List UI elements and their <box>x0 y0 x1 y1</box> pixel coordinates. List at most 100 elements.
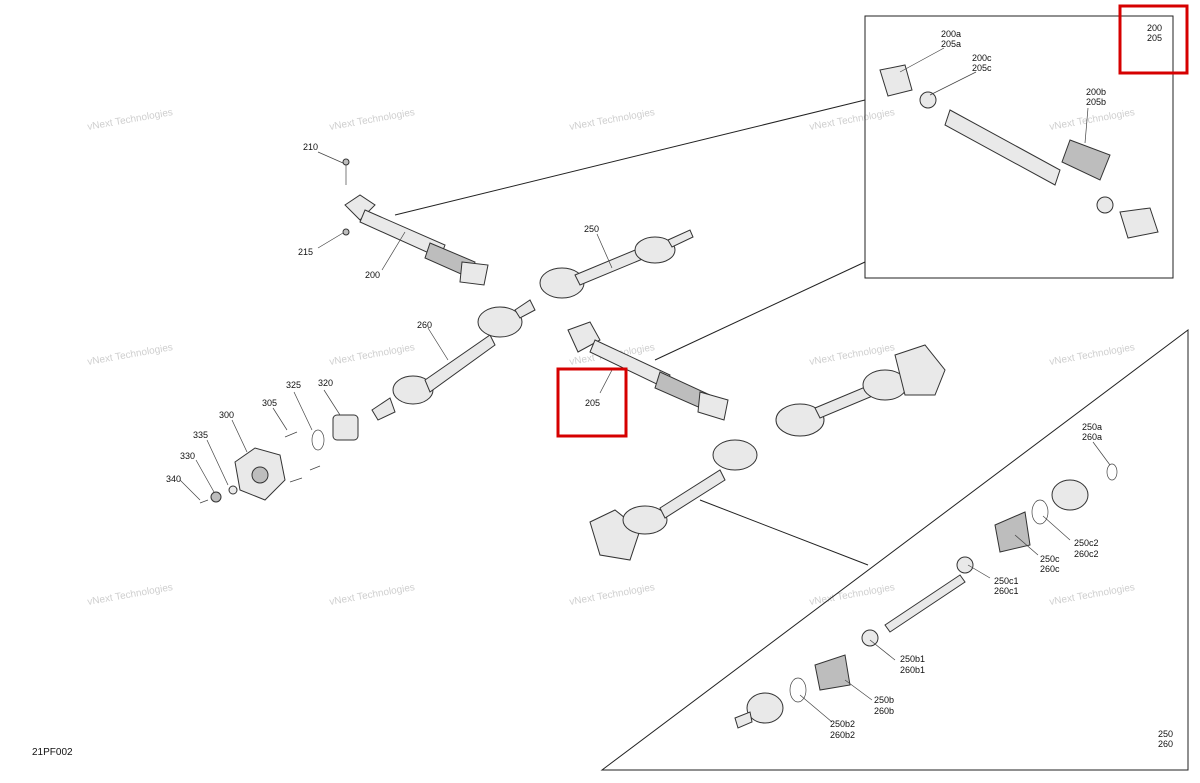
yoke-part <box>567 321 601 353</box>
label-200c: 200c <box>972 53 992 63</box>
inset-frame-top <box>864 15 1174 279</box>
diagram-code: 21PF002 <box>32 747 73 758</box>
cv-joint-part <box>539 267 585 299</box>
boot-part <box>994 511 1031 553</box>
cv-joint-part <box>775 403 825 437</box>
spline-part <box>514 299 536 319</box>
bolt-head <box>342 158 350 166</box>
label-250c2: 250c2 <box>1074 538 1099 548</box>
inset-bottom-parts <box>734 463 1118 729</box>
wheel-hub-assembly <box>199 414 359 504</box>
spline-part <box>371 397 396 421</box>
cotter-pin-part <box>199 499 209 504</box>
yoke-part <box>459 261 489 286</box>
cv-joint-part <box>712 439 758 471</box>
label-260c: 260c <box>1040 564 1060 574</box>
axle-shaft <box>574 247 646 286</box>
washer-part <box>228 485 238 495</box>
cross-joint-part <box>1096 196 1114 214</box>
yoke-part <box>1119 207 1159 239</box>
inset-top-parts <box>879 64 1159 239</box>
label-210: 210 <box>303 142 318 152</box>
label-260c2: 260c2 <box>1074 549 1099 559</box>
label-260a: 260a <box>1082 432 1102 442</box>
label-260b: 260b <box>874 706 894 716</box>
nut-part <box>210 491 222 503</box>
watermark: vNext Technologies <box>329 342 416 368</box>
label-250b2: 250b2 <box>830 719 855 729</box>
label-200: 200 <box>365 270 380 280</box>
label-200a: 200a <box>941 29 961 39</box>
yoke-part <box>879 64 913 97</box>
drive-axle-left <box>371 229 694 421</box>
watermark: vNext Technologies <box>569 107 656 133</box>
highlight-box-200-205 <box>1118 4 1189 75</box>
watermark: vNext Technologies <box>329 582 416 608</box>
label-260: 260 <box>417 320 432 330</box>
watermark: vNext Technologies <box>809 582 896 608</box>
cv-joint-part <box>634 236 676 264</box>
inset-frame-bottom <box>600 328 1189 771</box>
circlip-part <box>311 429 325 451</box>
inset-connector-line <box>654 261 866 361</box>
label-335: 335 <box>193 430 208 440</box>
label-320: 320 <box>318 378 333 388</box>
axle-shaft <box>884 574 966 633</box>
cv-cage-part <box>956 556 974 574</box>
label-205a: 205a <box>941 39 961 49</box>
inset-bottom-labels: 250a 260a 250c2 260c2 250c 260c 250c1 26… <box>830 422 1173 749</box>
bearing-part <box>332 414 359 441</box>
label-250b: 250b <box>874 695 894 705</box>
prop-shaft-200 <box>342 158 489 286</box>
yoke-part <box>344 194 376 221</box>
watermark: vNext Technologies <box>1049 582 1136 608</box>
prop-shaft-205 <box>567 321 729 421</box>
shaft-tube <box>944 109 1061 186</box>
label-325: 325 <box>286 380 301 390</box>
inset-connector-line <box>699 499 869 566</box>
label-260b2: 260b2 <box>830 730 855 740</box>
bolt-part <box>309 465 321 471</box>
label-250b1: 250b1 <box>900 654 925 664</box>
spline-part <box>667 229 694 248</box>
label-305: 305 <box>262 398 277 408</box>
ring-part <box>1031 499 1049 525</box>
label-250c1: 250c1 <box>994 576 1019 586</box>
cv-housing-part <box>746 692 784 724</box>
label-205b: 205b <box>1086 97 1106 107</box>
label-250a: 250a <box>1082 422 1102 432</box>
label-300: 300 <box>219 410 234 420</box>
label-inset-260: 260 <box>1158 739 1173 749</box>
boot-part <box>1061 139 1111 181</box>
hub-knuckle-part <box>894 344 946 396</box>
spline-part <box>734 711 753 729</box>
bolt-part <box>289 477 303 483</box>
watermark: vNext Technologies <box>87 342 174 368</box>
axle-shaft <box>424 334 496 393</box>
cross-joint-part <box>919 91 937 109</box>
ring-part <box>789 677 807 703</box>
label-250c: 250c <box>1040 554 1060 564</box>
boot-part <box>814 654 851 691</box>
leader-lines <box>179 47 1111 723</box>
cv-housing-part <box>1051 479 1089 511</box>
watermark: vNext Technologies <box>87 107 174 133</box>
inset-top-labels: 200a 205a 200c 205c 200b 205b 200 205 <box>941 23 1162 107</box>
cv-joint-part <box>477 306 523 338</box>
label-inset-205: 205 <box>1147 33 1162 43</box>
watermark: vNext Technologies <box>329 107 416 133</box>
label-215: 215 <box>298 247 313 257</box>
yoke-part <box>697 391 729 421</box>
inset-connector-line <box>394 99 866 216</box>
label-inset-200: 200 <box>1147 23 1162 33</box>
label-260b1: 260b1 <box>900 665 925 675</box>
part-labels: 210 215 200 250 260 325 320 305 300 335 … <box>32 142 600 758</box>
drive-axle-right <box>589 344 946 561</box>
label-260c1: 260c1 <box>994 586 1019 596</box>
label-205: 205 <box>585 398 600 408</box>
highlight-box-205 <box>556 367 628 438</box>
cv-joint-part <box>622 505 668 535</box>
label-330: 330 <box>180 451 195 461</box>
hub-center <box>251 466 269 484</box>
